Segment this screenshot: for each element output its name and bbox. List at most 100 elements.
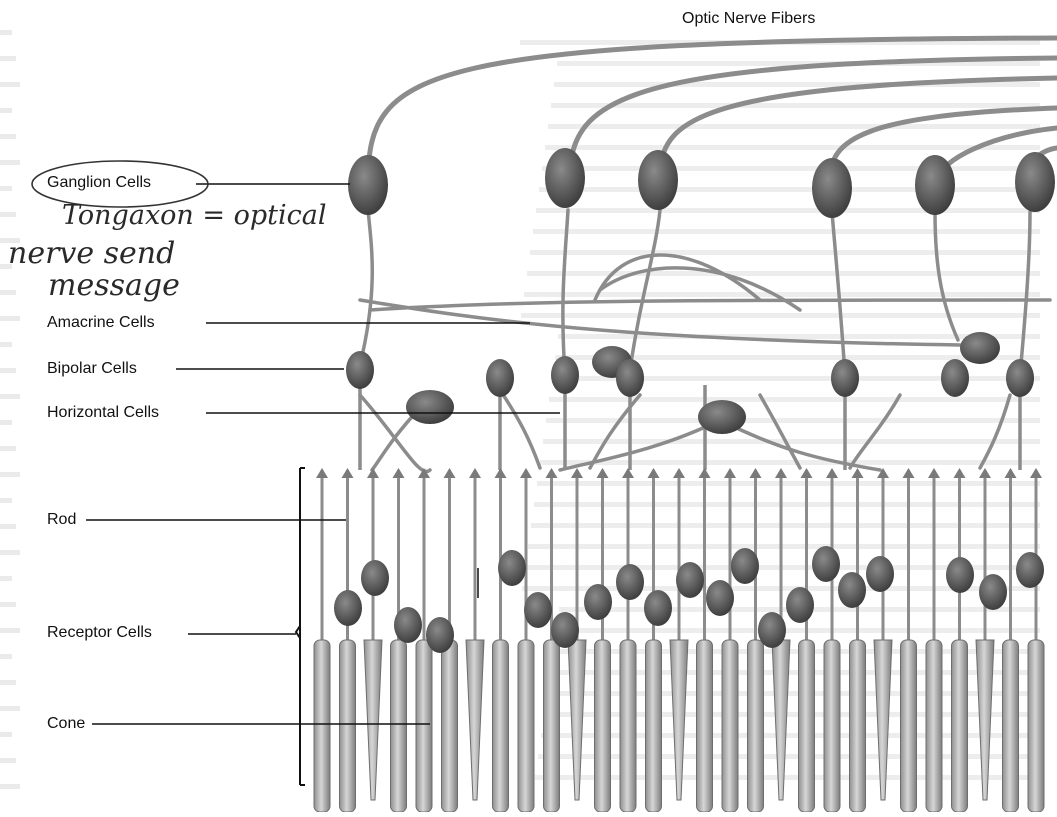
optic-nerve-fibers xyxy=(368,38,1057,180)
neural-process xyxy=(360,210,372,365)
label-bipolar-cells: Bipolar Cells xyxy=(47,360,137,378)
bipolar-cell-body xyxy=(346,351,374,389)
margin-text-fragment xyxy=(0,524,16,529)
handwritten-note-line1: Tongaxon = optical xyxy=(62,200,326,231)
margin-text-fragment xyxy=(0,56,16,61)
rod-outer-segment xyxy=(926,640,942,812)
receptor-cell-body xyxy=(334,590,362,626)
cone-outer-segment xyxy=(466,640,484,800)
margin-text-fragment xyxy=(0,30,12,35)
background-text-line xyxy=(543,439,1040,444)
margin-text-fragment xyxy=(0,160,20,165)
amacrine-cell-body xyxy=(960,332,1000,364)
synaptic-terminal xyxy=(393,468,405,478)
rod-outer-segment xyxy=(620,640,636,812)
synaptic-terminal xyxy=(724,468,736,478)
label-rod: Rod xyxy=(47,511,76,529)
receptor-cell-body xyxy=(426,617,454,653)
rod-outer-segment xyxy=(518,640,534,812)
ganglion-cell-body xyxy=(638,150,678,210)
synaptic-terminal xyxy=(954,468,966,478)
background-text-line xyxy=(536,208,1040,213)
receptor-cell-body xyxy=(616,564,644,600)
rod-outer-segment xyxy=(493,640,509,812)
receptor-bracket xyxy=(296,468,305,785)
background-text-line xyxy=(528,544,1040,549)
neural-process xyxy=(760,395,800,468)
margin-text-fragment xyxy=(0,628,20,633)
photoreceptor-layer xyxy=(314,468,1044,812)
ganglion-cell-body xyxy=(1015,152,1055,212)
margin-text-fragment xyxy=(0,82,20,87)
synaptic-terminal xyxy=(648,468,660,478)
receptor-cell-body xyxy=(524,592,552,628)
receptor-cell-body xyxy=(676,562,704,598)
margin-text-fragment xyxy=(0,134,16,139)
receptor-cell-body xyxy=(838,572,866,608)
neural-process xyxy=(850,395,900,468)
background-text-line xyxy=(545,145,1040,150)
rod-outer-segment xyxy=(722,640,738,812)
ganglion-cell-body xyxy=(348,155,388,215)
label-cone: Cone xyxy=(47,715,85,733)
margin-text-fragment xyxy=(0,602,16,607)
receptor-cell-body xyxy=(498,550,526,586)
bipolar-cell-body xyxy=(1006,359,1034,397)
label-amacrine-cells: Amacrine Cells xyxy=(47,314,155,332)
synaptic-terminal xyxy=(520,468,532,478)
receptor-cell-body xyxy=(866,556,894,592)
margin-text-fragment xyxy=(0,654,12,659)
background-text-line xyxy=(527,271,1040,276)
background-text-line xyxy=(542,166,1040,171)
synaptic-terminal xyxy=(597,468,609,478)
rod-outer-segment xyxy=(391,640,407,812)
synaptic-terminal xyxy=(546,468,558,478)
background-text-line xyxy=(534,502,1040,507)
rod-outer-segment xyxy=(799,640,815,812)
horizontal-cell-body xyxy=(698,400,746,434)
bipolar-cell-body xyxy=(616,359,644,397)
synaptic-terminal xyxy=(826,468,838,478)
horizontal-cell-body xyxy=(406,390,454,424)
margin-text-fragment xyxy=(0,342,12,347)
receptor-cell-body xyxy=(644,590,672,626)
synaptic-terminal xyxy=(342,468,354,478)
ganglion-cell-body xyxy=(915,155,955,215)
receptor-cell-body xyxy=(584,584,612,620)
margin-text-fragment xyxy=(0,784,20,789)
receptor-cell-body xyxy=(946,557,974,593)
handwritten-note-line3: message xyxy=(48,268,180,303)
receptor-cell-body xyxy=(551,612,579,648)
background-text-line xyxy=(530,250,1040,255)
synaptic-terminal xyxy=(622,468,634,478)
rod-outer-segment xyxy=(901,640,917,812)
margin-text-fragment xyxy=(0,550,20,555)
neural-process xyxy=(500,390,540,468)
bipolar-cell-body xyxy=(941,359,969,397)
receptor-cell-body xyxy=(758,612,786,648)
synaptic-terminal xyxy=(1030,468,1042,478)
receptor-cell-body xyxy=(786,587,814,623)
background-text-line xyxy=(540,460,1040,465)
rod-outer-segment xyxy=(824,640,840,812)
background-text-line xyxy=(524,292,1040,297)
margin-text-fragment xyxy=(0,498,12,503)
background-text-line xyxy=(551,103,1040,108)
synaptic-terminal xyxy=(903,468,915,478)
label-horizontal-cells: Horizontal Cells xyxy=(47,404,159,422)
rod-outer-segment xyxy=(416,640,432,812)
receptor-cell-body xyxy=(812,546,840,582)
rod-outer-segment xyxy=(595,640,611,812)
neural-process xyxy=(980,395,1010,468)
label-ganglion-cells: Ganglion Cells xyxy=(47,174,151,192)
margin-text-fragment xyxy=(0,368,16,373)
rod-outer-segment xyxy=(697,640,713,812)
synaptic-terminal xyxy=(367,468,379,478)
margin-text-fragment xyxy=(0,186,12,191)
margin-text-fragment xyxy=(0,758,16,763)
margin-text-fragment xyxy=(0,212,16,217)
background-text-line xyxy=(548,124,1040,129)
synaptic-terminal xyxy=(444,468,456,478)
synaptic-terminal xyxy=(1005,468,1017,478)
margin-text-fragment xyxy=(0,732,12,737)
